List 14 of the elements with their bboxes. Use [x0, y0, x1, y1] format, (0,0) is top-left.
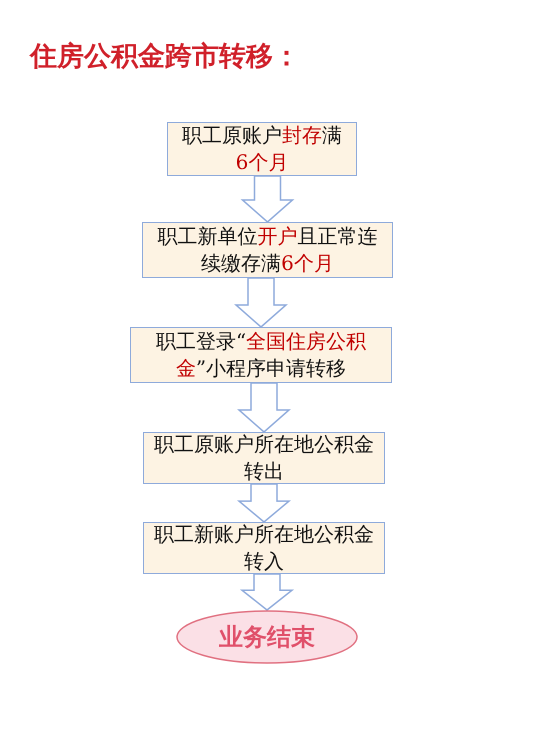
block-arrow — [236, 483, 292, 523]
block-arrow — [240, 573, 294, 611]
block-arrow — [240, 175, 294, 223]
block-arrow — [237, 382, 291, 433]
title: 住房公积金跨市转移： — [30, 40, 300, 74]
end-label: 业务结束 — [219, 622, 315, 653]
step-text: 职工新账户所在地公积金转入 — [154, 521, 374, 575]
step-text: 职工登录“全国住房公积金”小程序申请转移 — [154, 328, 368, 382]
process-box — [130, 327, 392, 383]
step-text: 职工原账户所在地公积金转出 — [154, 431, 374, 485]
step-text: 职工原账户封存满6个月 — [181, 122, 343, 176]
block-arrow — [234, 277, 288, 328]
end-ellipse — [176, 610, 358, 664]
step-text: 职工新单位开户且正常连续缴存满6个月 — [156, 223, 378, 277]
